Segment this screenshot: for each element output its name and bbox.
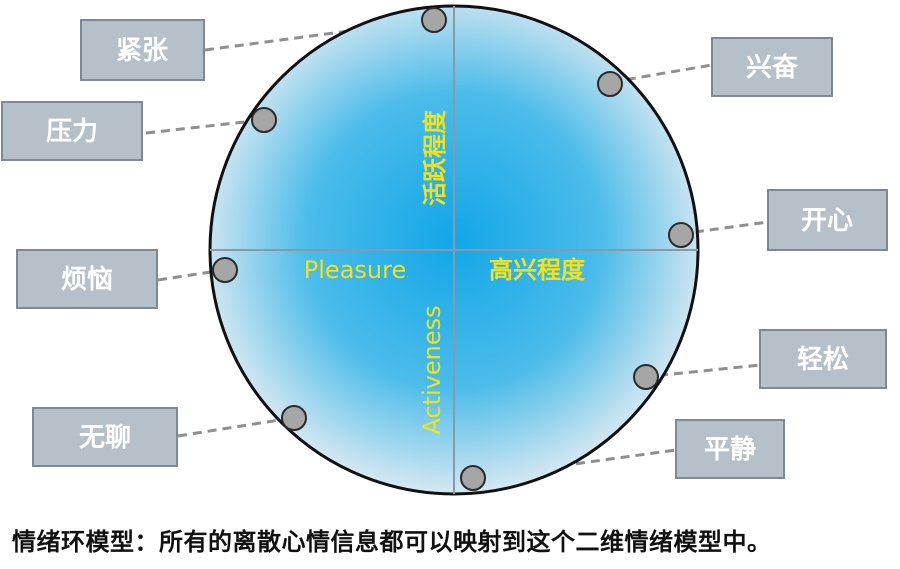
marker-excited xyxy=(597,71,623,97)
caption: 情绪环模型：所有的离散心情信息都可以映射到这个二维情绪模型中。 xyxy=(12,528,772,556)
marker-tense xyxy=(421,7,447,33)
label-text-happy: 开心 xyxy=(801,206,853,236)
label-text-calm: 平静 xyxy=(704,434,756,465)
marker-relaxed xyxy=(633,364,659,390)
axis-label-activeness-en: Activeness xyxy=(418,305,446,434)
leader-line-upset xyxy=(157,268,225,282)
label-text-upset: 烦恼 xyxy=(61,265,113,295)
label-box-happy: 开心 xyxy=(767,189,888,251)
label-box-upset: 烦恼 xyxy=(16,249,158,309)
emotion-circle-diagram: 活跃程度 Activeness Pleasure 高兴程度 紧张 压力 烦恼 无… xyxy=(1,4,888,496)
label-box-relaxed: 轻松 xyxy=(759,329,887,389)
marker-upset xyxy=(212,257,238,283)
marker-happy xyxy=(668,222,694,248)
axis-label-activeness-cn: 活跃程度 xyxy=(421,109,449,206)
label-box-calm: 平静 xyxy=(675,419,785,479)
axis-label-pleasure-en: Pleasure xyxy=(304,256,406,284)
emotion-markers xyxy=(212,7,694,491)
marker-calm xyxy=(460,465,486,491)
marker-stress xyxy=(251,107,277,133)
axis-label-pleasure-cn: 高兴程度 xyxy=(489,256,586,284)
leader-line-bored xyxy=(177,416,293,438)
emotion-labels: 紧张 压力 烦恼 无聊 兴奋 开心 轻松 平静 xyxy=(1,19,888,479)
label-box-excited: 兴奋 xyxy=(711,37,833,97)
label-box-stress: 压力 xyxy=(1,101,143,161)
leader-line-tense xyxy=(204,18,433,52)
label-box-tense: 紧张 xyxy=(80,19,205,81)
label-box-bored: 无聊 xyxy=(32,407,178,467)
leader-line-stress xyxy=(145,118,263,135)
marker-bored xyxy=(281,405,307,431)
label-text-tense: 紧张 xyxy=(116,36,169,66)
label-text-bored: 无聊 xyxy=(79,423,131,453)
label-text-stress: 压力 xyxy=(46,117,98,147)
label-text-excited: 兴奋 xyxy=(746,53,799,83)
label-text-relaxed: 轻松 xyxy=(797,345,849,375)
